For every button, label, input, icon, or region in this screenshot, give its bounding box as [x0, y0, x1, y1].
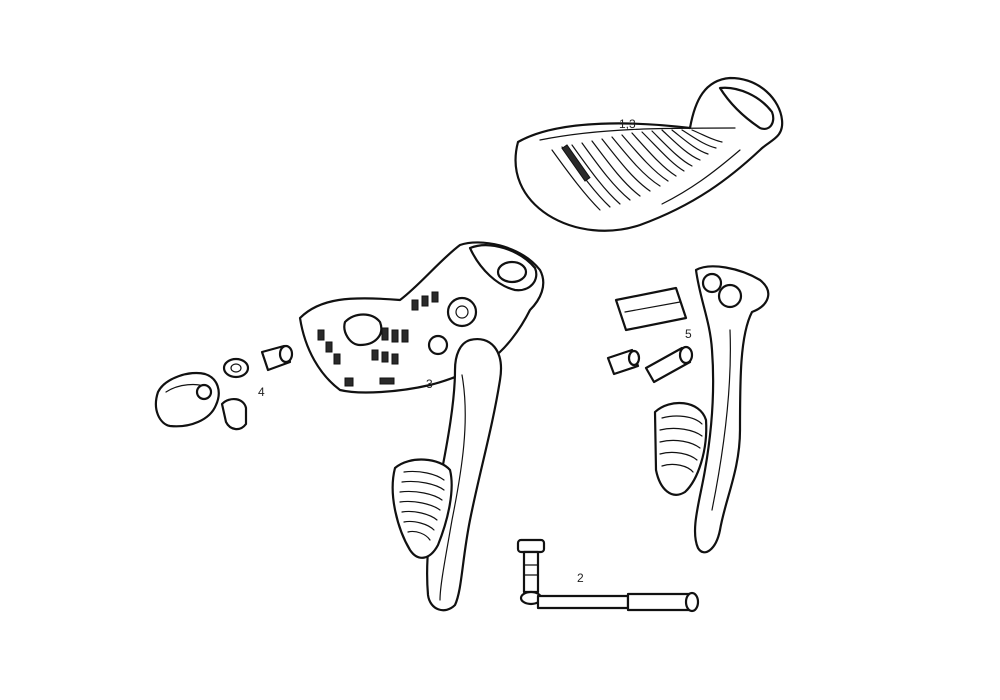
- right-paddle-texture: [659, 415, 703, 473]
- clamp-hardware-part[interactable]: 4: [154, 344, 294, 431]
- clamp-bolt: [220, 398, 248, 431]
- callout-4: 4: [258, 385, 265, 399]
- right-lever-part[interactable]: 5: [606, 265, 770, 554]
- shifter-pivot-bolt: [446, 296, 478, 328]
- hose-fitting-part[interactable]: 2: [516, 538, 700, 613]
- shifter-paddle-texture: [399, 470, 445, 541]
- hood-grip-ribs: [551, 129, 723, 211]
- clamp-band: [154, 371, 220, 428]
- right-clamp-band: [614, 286, 688, 332]
- shifter-window-slots: [317, 291, 439, 387]
- callout-1-3: 1,3: [619, 117, 636, 131]
- callout-3: 3: [426, 377, 433, 391]
- hose-tube: [536, 594, 630, 610]
- fitting-bolt-head: [516, 538, 546, 554]
- callout-5: 5: [685, 327, 692, 341]
- hood-part[interactable]: 1,3: [514, 76, 784, 232]
- shifter-top-port: [496, 260, 528, 284]
- right-lever-pivot: [701, 272, 723, 294]
- washer: [222, 357, 250, 379]
- left-shifter-part[interactable]: 3: [298, 241, 545, 612]
- callout-2: 2: [577, 571, 584, 585]
- hood-logo-mark: [561, 144, 591, 182]
- hose-olive: [626, 592, 696, 612]
